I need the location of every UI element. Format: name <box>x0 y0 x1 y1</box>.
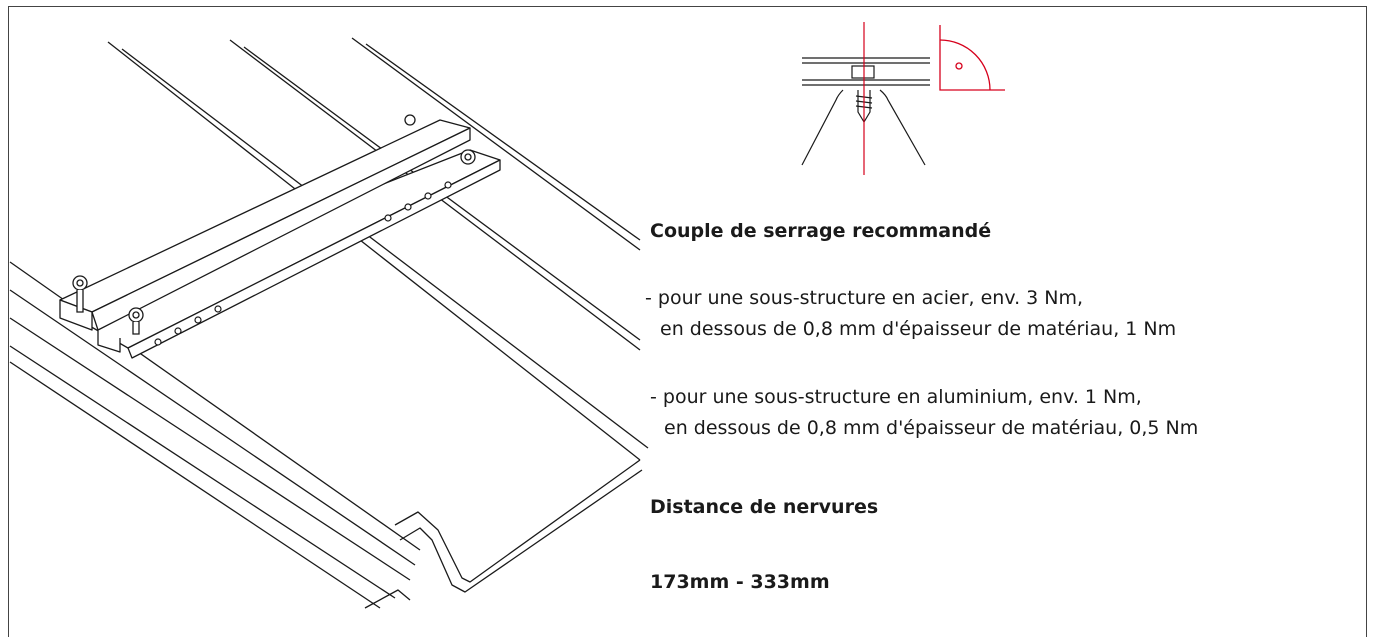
rail-end-foot <box>97 330 121 353</box>
screws <box>72 114 476 335</box>
plate-hole <box>384 214 392 222</box>
plate-hole <box>154 338 162 346</box>
panel-line <box>365 43 641 241</box>
panel-line <box>351 37 641 251</box>
plate-hole <box>214 305 222 313</box>
alu-line-2: en dessous de 0,8 mm d'épaisseur de maté… <box>664 417 1199 439</box>
rib-value: 173mm - 333mm <box>650 571 830 593</box>
alu-line-1: - pour une sous-structure en aluminium, … <box>650 386 1142 408</box>
torque-heading: Couple de serrage recommandé <box>650 220 992 242</box>
plate-hole <box>424 192 432 200</box>
fold-line <box>9 317 411 581</box>
screw-icon <box>404 114 416 126</box>
screw-icon <box>72 275 88 313</box>
plate-holes <box>154 181 452 346</box>
plate-hole <box>194 316 202 324</box>
screw-icon <box>128 307 144 335</box>
plate-hole <box>444 181 452 189</box>
fold-line <box>9 361 381 609</box>
rib-profile <box>364 589 411 609</box>
plate-hole <box>174 327 182 335</box>
steel-line-1: - pour une sous-structure en acier, env.… <box>645 287 1084 309</box>
page-frame <box>8 6 1367 637</box>
mounting-rail <box>59 119 501 359</box>
rib-heading: Distance de nervures <box>650 496 879 518</box>
screw-icon <box>460 149 476 165</box>
fold-line <box>9 345 396 599</box>
screw-detail-icon <box>801 22 930 175</box>
panel-line <box>107 41 641 461</box>
rib-profile <box>399 469 643 593</box>
base-plate <box>61 149 501 349</box>
rib-profile <box>394 459 641 583</box>
rail-side <box>91 127 471 331</box>
plate-hole <box>404 203 412 211</box>
steel-line-2: en dessous de 0,8 mm d'épaisseur de maté… <box>660 318 1177 340</box>
angle-90-icon <box>939 25 1005 91</box>
panel-line <box>121 48 649 449</box>
fold-line <box>9 289 416 566</box>
